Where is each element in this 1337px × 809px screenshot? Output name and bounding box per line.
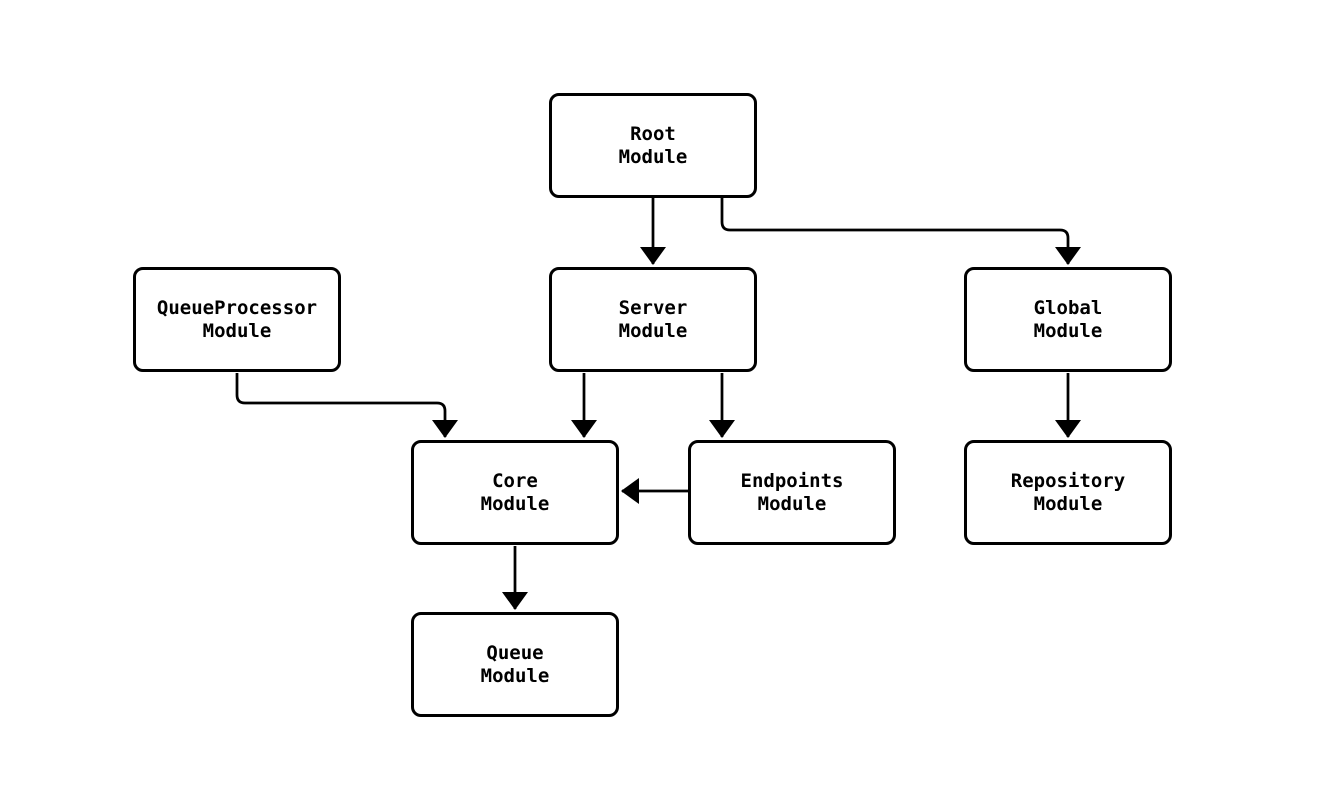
node-queueprocessor-module-label: QueueProcessor Module	[156, 296, 318, 342]
node-core-module-label: Core Module	[480, 469, 550, 515]
node-repository-module: Repository Module	[964, 440, 1172, 545]
node-global-module: Global Module	[964, 267, 1172, 372]
node-queue-module: Queue Module	[411, 612, 619, 717]
node-core-module: Core Module	[411, 440, 619, 545]
node-server-module-label: Server Module	[618, 296, 688, 342]
node-queueprocessor-module: QueueProcessor Module	[133, 267, 341, 372]
node-endpoints-module-label: Endpoints Module	[740, 469, 844, 515]
node-queue-module-label: Queue Module	[480, 641, 550, 687]
edge-root-to-global	[720, 198, 1081, 265]
node-repository-module-label: Repository Module	[1010, 469, 1126, 515]
node-endpoints-module: Endpoints Module	[688, 440, 896, 545]
node-global-module-label: Global Module	[1033, 296, 1103, 342]
node-root-module: Root Module	[549, 93, 757, 198]
node-server-module: Server Module	[549, 267, 757, 372]
edge-queueprocessor-to-core	[235, 373, 458, 438]
node-root-module-label: Root Module	[618, 122, 688, 168]
